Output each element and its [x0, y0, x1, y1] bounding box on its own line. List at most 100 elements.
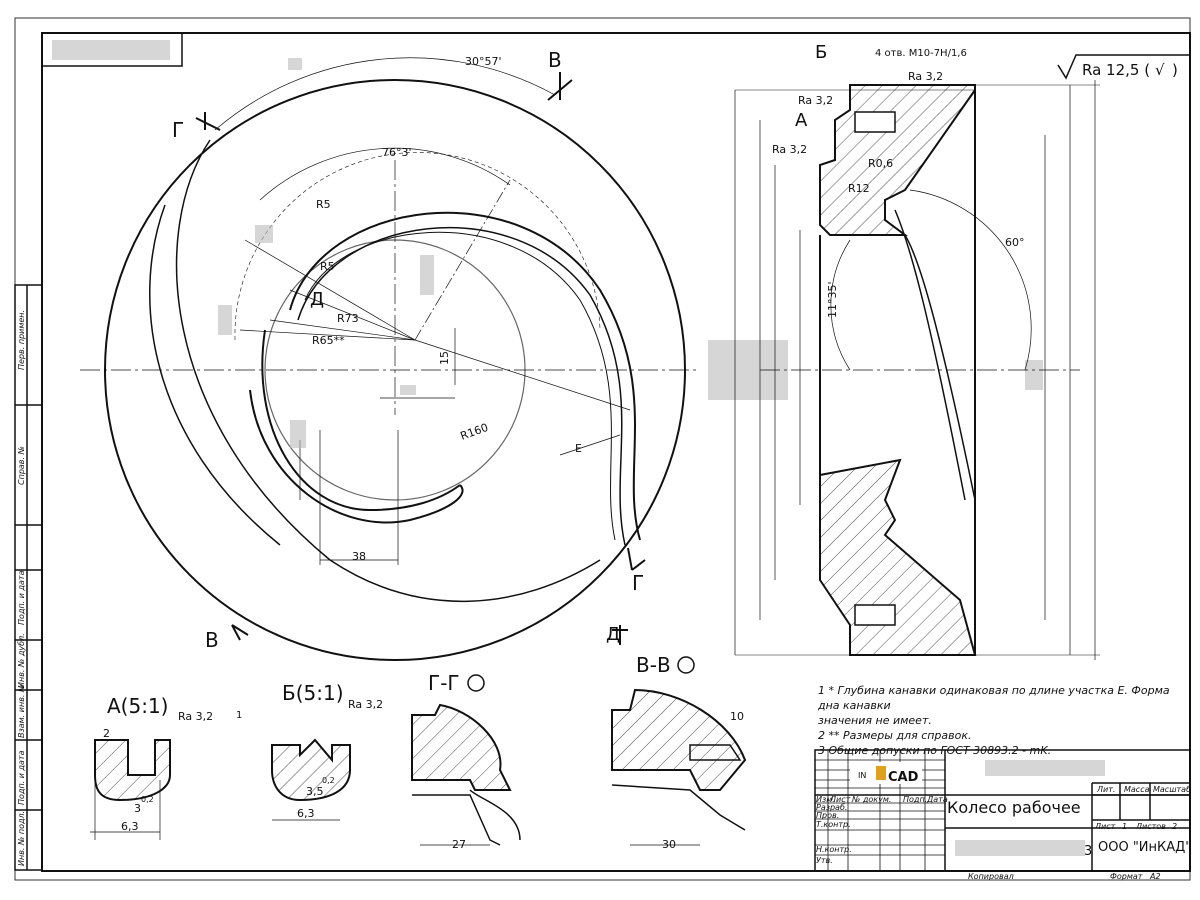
- format-value: A2: [1150, 872, 1161, 881]
- organization: ООО "ИнКАД": [1098, 840, 1192, 855]
- blade-profile-curve: [904, 234, 976, 501]
- prov-label: Пров.: [816, 811, 840, 820]
- detail-a-ra: Ra 3,2: [178, 710, 213, 723]
- outer-sweep-curve-2: [149, 204, 281, 546]
- front-view: [80, 57, 700, 661]
- razrab-label: Разраб.: [816, 803, 848, 812]
- angle-arc-mid: [259, 147, 511, 201]
- rotation-icon: [677, 656, 695, 674]
- section-marker-v-bottom: [231, 624, 249, 641]
- detail-b: [271, 738, 351, 821]
- detail-b-title: Б(5:1): [282, 681, 344, 705]
- section-v-v: [611, 688, 747, 846]
- dim-15: 15: [438, 351, 451, 365]
- dim-angle-mid: 76°3': [382, 146, 412, 159]
- roughness-close: ): [1172, 61, 1178, 79]
- ndok-label: № докум.: [852, 795, 892, 804]
- section-body-top: [819, 84, 976, 236]
- side-strip-label: Подп. и дата: [17, 570, 26, 625]
- sheet-number: 1: [1122, 822, 1128, 831]
- stamp-box: [41, 32, 183, 67]
- logo-mark: [876, 766, 886, 780]
- sheet-label: Лист: [1095, 822, 1116, 831]
- label-b: Б: [815, 42, 827, 63]
- dim-r5-top: R5: [316, 198, 331, 211]
- note-line: значения не имеет.: [818, 714, 932, 727]
- side-strip-label: Справ. №: [17, 446, 26, 485]
- side-strip-label: Перв. примен.: [17, 310, 26, 370]
- side-strip: [14, 284, 43, 871]
- angle-arc-top: [214, 57, 556, 131]
- section-g-g: [411, 703, 521, 846]
- copied-label: Копировал: [968, 872, 1014, 881]
- label-g-right: Г: [632, 571, 644, 595]
- label-d: Д: [310, 289, 324, 310]
- blurred-doc-number: [985, 760, 1105, 776]
- blade-tip: [249, 389, 464, 524]
- section-marker-g-left: [195, 112, 221, 131]
- label-g-left: Г: [172, 118, 184, 142]
- label-v-bottom: В: [205, 628, 219, 652]
- side-strip-label: Инв. № подл.: [17, 811, 26, 866]
- r160-arc: [234, 152, 601, 341]
- lit-label: Лит.: [1097, 785, 1116, 794]
- part-name: Колесо рабочее: [947, 798, 1081, 817]
- section-g-dim: 27: [452, 838, 466, 851]
- detail-a-dim: 0,2: [141, 795, 154, 804]
- dim-r06: R0,6: [868, 157, 893, 170]
- scale-label: Масштаб: [1153, 785, 1192, 794]
- utv-label: Утв.: [816, 856, 833, 865]
- label-d-bottom: Д: [606, 624, 620, 645]
- technical-notes: 1 * Глубина канавки одинаковая по длине …: [818, 683, 1188, 758]
- dim-38: 38: [352, 550, 366, 563]
- blurred-doc-number: [955, 840, 1085, 856]
- dim-angle-11: 11°35': [826, 281, 839, 318]
- note-line: 1 * Глубина канавки одинаковая по длине …: [818, 684, 1170, 712]
- section-marker-g-right: [627, 547, 646, 571]
- detail-a-title: А(5:1): [107, 694, 168, 718]
- detail-b-ra: Ra 3,2: [348, 698, 383, 711]
- podp-label: Подп.: [903, 795, 928, 804]
- data-label: Дата: [927, 795, 948, 804]
- note-line: 2 ** Размеры для справок.: [818, 729, 972, 742]
- mass-label: Масса: [1124, 785, 1150, 794]
- rotation-icon: [467, 674, 485, 692]
- ra-callout: Ra 3,2: [772, 143, 807, 156]
- section-body-bottom: [819, 458, 977, 656]
- outer-sweep-curve: [175, 139, 601, 602]
- detail-b-dim: 6,3: [297, 807, 315, 820]
- izm-label: Изм.: [816, 795, 835, 804]
- dim-r160: R160: [459, 421, 490, 443]
- dim-r73: R73: [337, 312, 359, 325]
- tkontr-label: Т.контр.: [816, 820, 851, 829]
- blade-profile-curve-2: [894, 209, 966, 501]
- section-v-dim: 10: [730, 710, 744, 723]
- label-e: E: [575, 442, 582, 455]
- dim-r65: R65**: [312, 334, 345, 347]
- roughness-main: Ra 12,5 (: [1082, 61, 1150, 79]
- detail-b-dim: 0,2: [322, 776, 335, 785]
- side-strip-label: Взам. инв. №: [17, 684, 26, 738]
- logo-in: IN: [858, 771, 866, 780]
- nkontr-label: Н.контр.: [816, 845, 852, 854]
- side-strip-label: Инв. № дубл.: [17, 633, 26, 688]
- roughness-check: √: [1155, 61, 1165, 79]
- section-marker-v-top: [547, 72, 573, 101]
- section-v-title: В-В: [636, 653, 671, 677]
- holes-callout: 4 отв. M10-7H/1,6: [875, 48, 967, 59]
- side-strip-label: Подп. и дата: [17, 750, 26, 805]
- logo-cad: CAD: [888, 770, 919, 785]
- detail-b-dim: 3,5: [306, 785, 324, 798]
- detail-a: [90, 739, 171, 840]
- detail-a-dim: 2: [103, 727, 110, 740]
- list-label: Лист: [830, 795, 851, 804]
- dim-r12: R12: [848, 182, 870, 195]
- detail-a-dim: 3: [134, 802, 141, 815]
- note-line: 3 Общие допуски по ГОСТ 30893.2 - mK.: [818, 744, 1052, 757]
- blade-inner-spiral: [261, 329, 461, 512]
- dim-r5-mid: R5: [320, 260, 335, 273]
- side-section-view: [734, 80, 1100, 660]
- blade-inner-edge: [297, 226, 626, 546]
- detail-b-dim: 1: [236, 710, 242, 721]
